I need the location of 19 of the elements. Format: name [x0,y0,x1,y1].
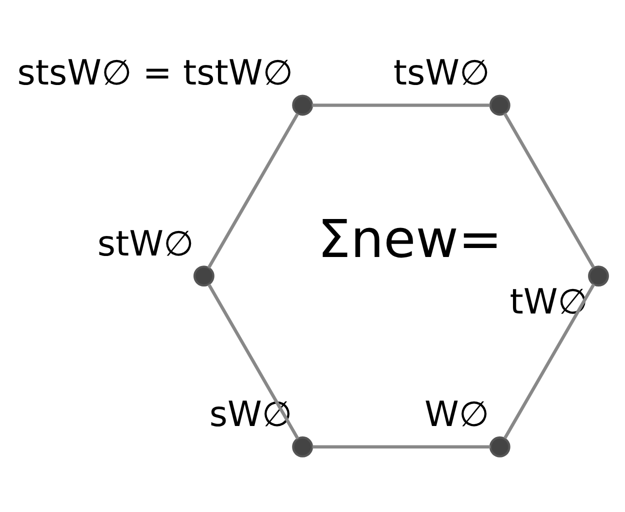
node-circle [489,94,510,116]
node-label: tsW∅ [393,53,490,94]
connector [207,112,300,268]
node-circle [588,265,609,286]
node-label: stsW∅ = tstW∅ [17,53,294,94]
node-label: sW∅ [209,394,292,435]
connector [207,283,300,439]
node-circle [193,265,214,286]
connector [312,103,490,106]
node-label: tW∅ [510,282,588,322]
node-circle [292,94,314,116]
node-label: W∅ [424,394,490,435]
connector [312,444,490,448]
node-circle [489,436,510,457]
connector [503,112,595,268]
node-circle [292,436,314,457]
node-label: stW∅ [97,224,194,264]
label: Σnew= [318,209,502,270]
connector [503,282,596,439]
